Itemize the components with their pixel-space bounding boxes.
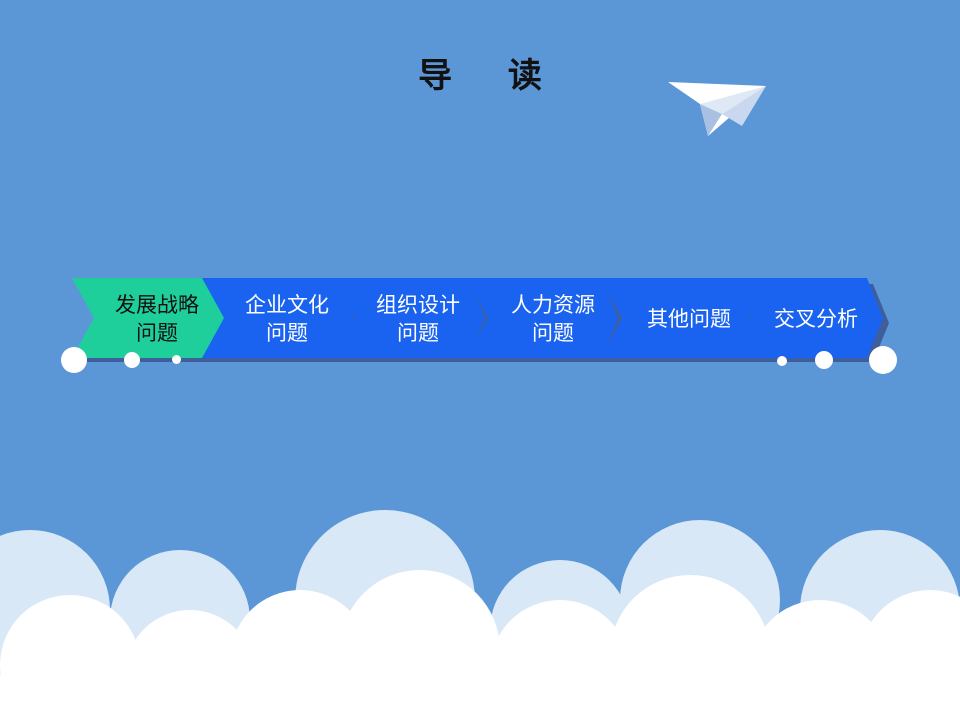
step-chevron-shape [600,278,758,362]
step-chevron-shape [731,278,889,362]
step-chevron-shape [202,278,360,362]
step-chevron-shape [466,278,624,362]
decor-dot [869,346,897,374]
step-chevron-shape [333,278,491,362]
decor-dot [777,356,787,366]
step-corporate-culture[interactable]: 企业文化 问题 [202,278,362,362]
decor-dot [124,352,140,368]
step-other-issues[interactable]: 其他问题 [600,278,760,362]
slide-title: 导 读 [418,56,564,96]
step-label: 企业文化 问题 [245,293,329,345]
step-development-strategy[interactable]: 发展战略 问题 [72,278,232,362]
decor-dot [815,351,833,369]
step-label: 人力资源 问题 [511,293,595,345]
decor-dot [61,347,87,373]
step-human-resources[interactable]: 人力资源 问题 [466,278,626,362]
paper-plane-icon [668,82,766,136]
step-label: 交叉分析 [774,307,858,331]
step-organization-design[interactable]: 组织设计 问题 [333,278,493,362]
decor-dot [172,355,181,364]
step-label: 发展战略 问题 [115,293,199,345]
step-label: 其他问题 [647,307,731,331]
step-chevron-shape [72,278,230,362]
cloud-bank [0,510,960,720]
step-label: 组织设计 问题 [376,293,460,345]
process-flow: 发展战略 问题 企业文化 问题 组织设计 问题 人力资源 问题 其他问题 [61,278,897,374]
step-cross-analysis[interactable]: 交叉分析 [731,278,891,362]
